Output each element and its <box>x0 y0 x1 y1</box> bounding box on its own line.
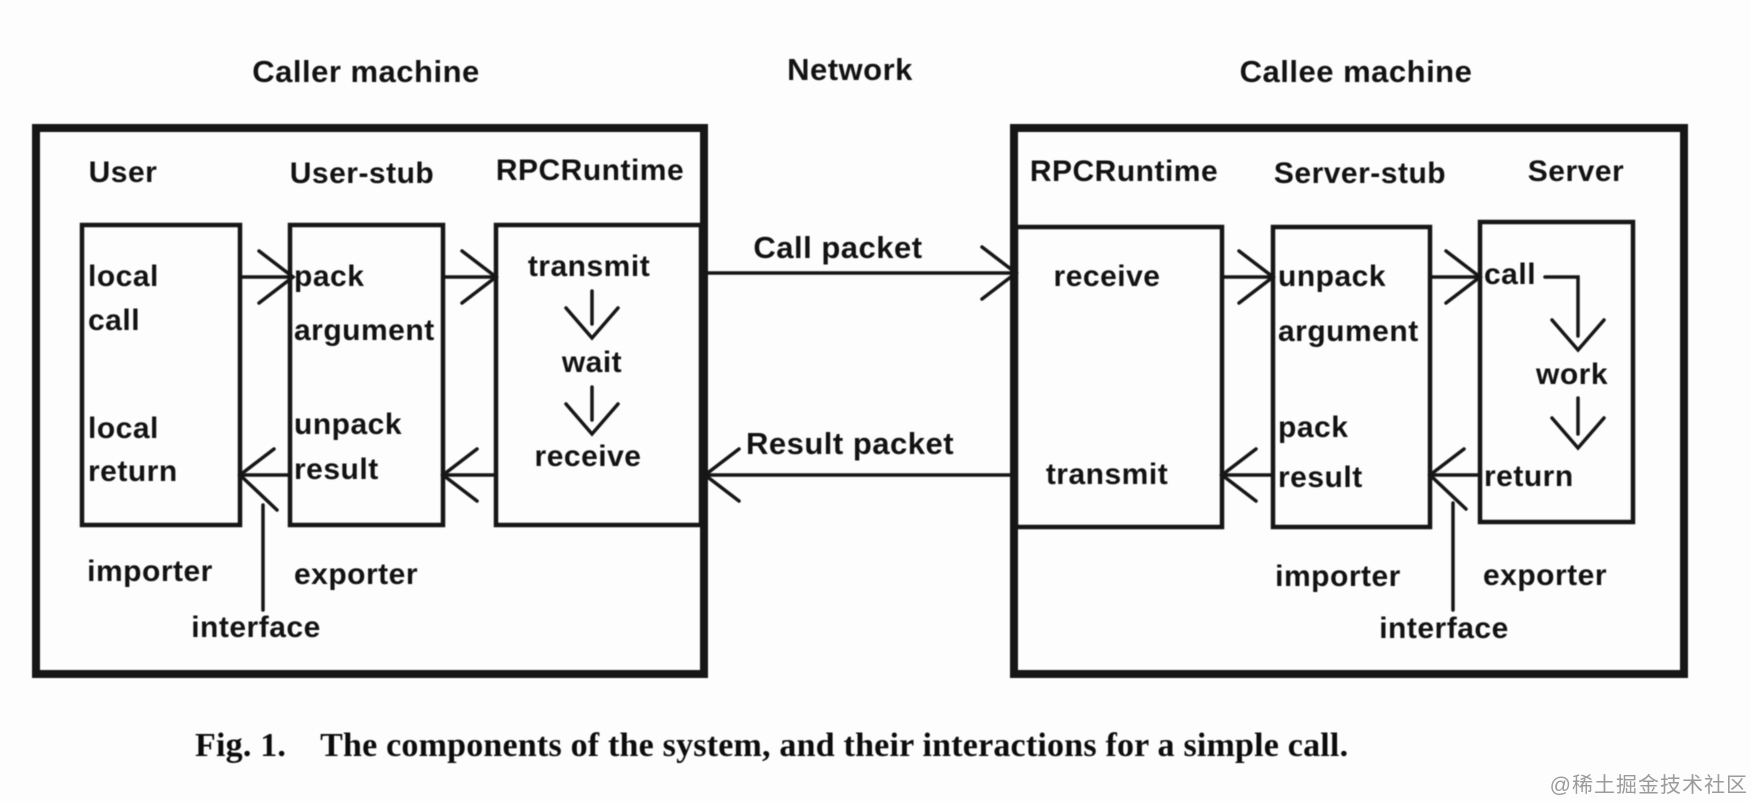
arrow-packresult-to-transmit <box>1219 447 1275 503</box>
importer-label-callee: importer <box>1275 560 1401 593</box>
serverstub-pack-line1: pack <box>1278 411 1349 444</box>
user-local-return-line2: return <box>88 455 178 488</box>
column-label-user: User <box>88 156 158 189</box>
arrow-call-to-work <box>1543 275 1606 353</box>
result-packet-label: Result packet <box>745 426 955 461</box>
importer-label-caller: importer <box>87 555 213 588</box>
arrow-work-to-return <box>1550 396 1606 451</box>
caller-machine-title: Caller machine <box>252 54 480 89</box>
caller-machine-box <box>32 124 708 678</box>
arrow-result-to-localreturn <box>237 447 292 512</box>
stub-unpack-line1: unpack <box>294 408 403 441</box>
figure-caption-text: The components of the system, and their … <box>320 727 1349 764</box>
rpcruntime-caller-box <box>493 222 704 528</box>
server-box <box>1477 219 1636 525</box>
figure-caption: Fig. 1. The components of the system, and… <box>195 727 1348 765</box>
server-call: call <box>1484 258 1537 291</box>
column-label-user-stub: User-stub <box>289 157 435 190</box>
interface-label-caller: interface <box>191 611 321 644</box>
arrow-receive-to-unpack-caller <box>440 447 498 503</box>
arrow-return-to-packresult <box>1427 447 1482 511</box>
serverstub-pack-line2: result <box>1278 461 1363 494</box>
runtime-receive-callee: receive <box>1053 260 1161 293</box>
stub-unpack-line2: result <box>294 453 379 486</box>
runtime-wait: wait <box>561 346 623 379</box>
column-label-rpcruntime-caller: RPCRuntime <box>495 154 685 187</box>
arrow-receive-to-unpack-callee <box>1220 249 1276 305</box>
watermark: @稀土掘金技术社区 <box>1549 774 1748 797</box>
rpcruntime-callee-box <box>1013 224 1225 530</box>
result-packet-arrow <box>702 447 1016 503</box>
arrow-unpack-to-call <box>1428 249 1483 305</box>
column-label-rpcruntime-callee: RPCRuntime <box>1029 155 1219 188</box>
callee-machine-title: Callee machine <box>1239 54 1473 89</box>
arrow-pack-to-transmit <box>441 249 499 305</box>
network-title: Network <box>787 52 913 87</box>
arrow-localcall-to-pack <box>238 249 296 305</box>
runtime-transmit-callee: transmit <box>1045 458 1169 491</box>
call-packet-arrow <box>703 245 1019 301</box>
interface-label-callee: interface <box>1379 612 1509 645</box>
server-return: return <box>1484 460 1574 493</box>
serverstub-unpack-line1: unpack <box>1278 260 1387 293</box>
user-local-return-line1: local <box>88 412 159 445</box>
user-stub-box <box>287 222 446 528</box>
column-label-server-stub: Server-stub <box>1273 157 1447 190</box>
exporter-label-callee: exporter <box>1482 559 1608 592</box>
arrow-transmit-to-wait <box>564 289 620 341</box>
user-local-call-line2: call <box>88 304 141 337</box>
stub-pack-line2: argument <box>294 314 435 347</box>
server-stub-box <box>1270 224 1433 530</box>
runtime-transmit-caller: transmit <box>527 250 651 283</box>
user-local-call-line1: local <box>88 260 159 293</box>
exporter-label-caller: exporter <box>293 558 419 591</box>
arrow-wait-to-receive <box>564 385 620 437</box>
serverstub-unpack-line2: argument <box>1278 315 1419 348</box>
runtime-receive-caller: receive <box>534 440 642 473</box>
figure-number: Fig. 1. <box>195 727 287 764</box>
column-label-server: Server <box>1527 155 1625 188</box>
user-box <box>79 222 243 528</box>
stub-pack-line1: pack <box>294 260 365 293</box>
call-packet-label: Call packet <box>753 230 923 265</box>
server-work: work <box>1535 358 1609 391</box>
